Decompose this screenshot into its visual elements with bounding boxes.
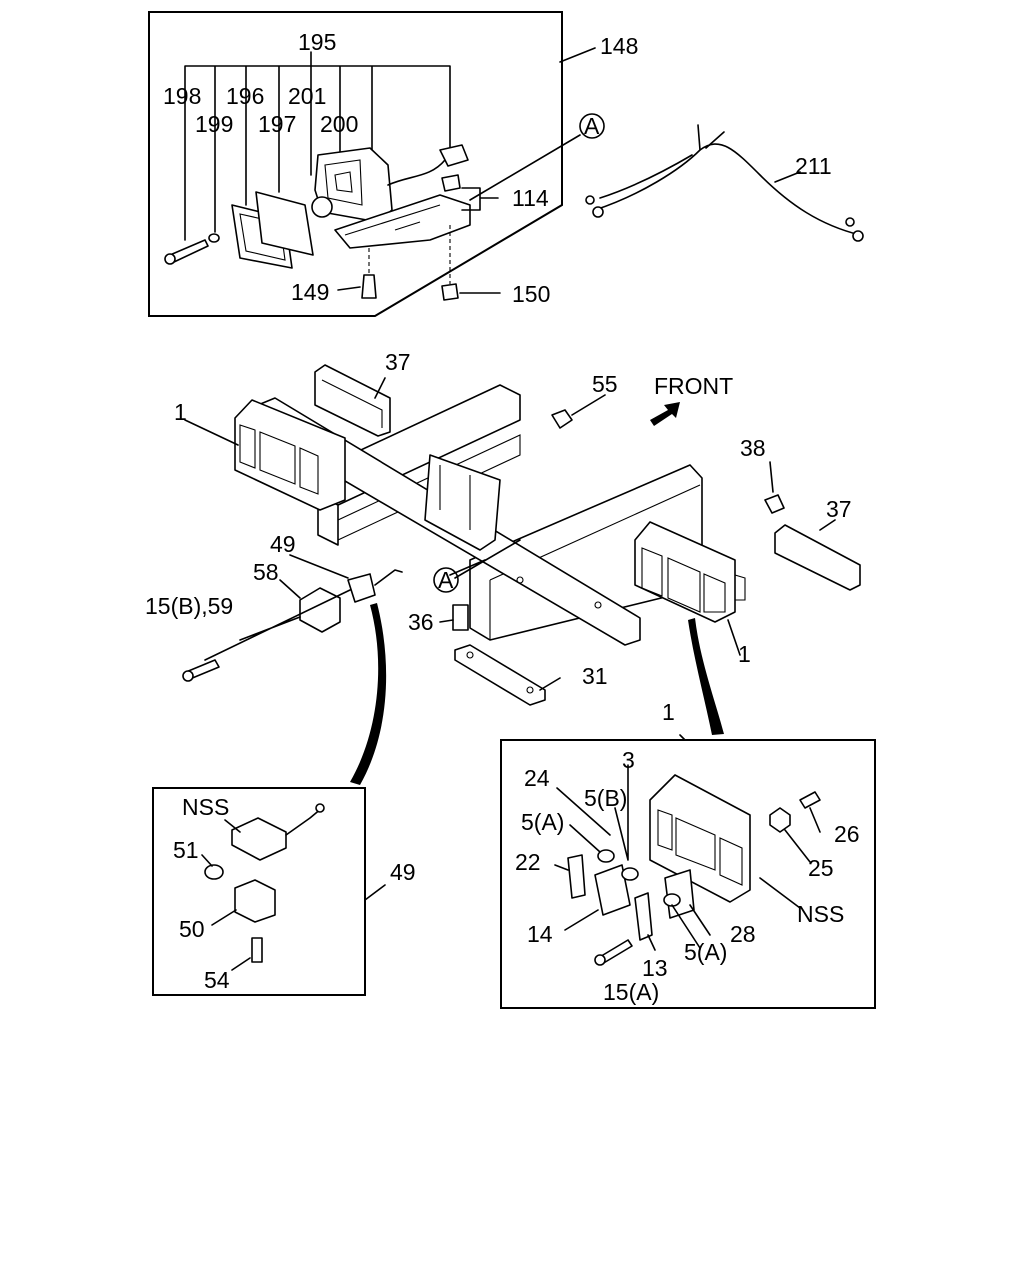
part-22: [567, 854, 586, 899]
lamp-cover-left: [314, 364, 391, 437]
label-201: 201: [288, 83, 326, 109]
bracket-50: [234, 879, 276, 923]
cap-51: [204, 864, 224, 880]
label-14: 14: [527, 921, 553, 947]
harness-211: [585, 124, 864, 242]
label-58: 58: [253, 559, 279, 585]
label-28: 28: [730, 921, 756, 947]
reference-a-circle-frame: [433, 567, 459, 593]
label-37-left: 37: [385, 349, 411, 375]
inset-49: [152, 787, 386, 996]
label-51: 51: [173, 837, 199, 863]
inset-148: [148, 11, 596, 317]
bolt-149: [361, 274, 377, 299]
frame-assembly: [257, 384, 703, 706]
inset-1: [500, 734, 876, 1009]
callout-arrow-49: [350, 603, 387, 785]
label-24: 24: [524, 765, 550, 791]
label-26: 26: [834, 821, 860, 847]
label-196: 196: [226, 83, 264, 109]
label-199: 199: [195, 111, 233, 137]
label-55: 55: [592, 371, 618, 397]
label-1-left: 1: [174, 399, 187, 425]
bolt-54: [251, 937, 263, 963]
callout-labels: 195 148 198 196 201 199 197 200 114 149 …: [145, 29, 860, 1005]
label-198: 198: [163, 83, 201, 109]
label-3: 3: [622, 747, 635, 773]
switch-58: [299, 569, 403, 633]
label-25: 25: [808, 855, 834, 881]
label-148: 148: [600, 33, 638, 59]
label-54: 54: [204, 967, 230, 993]
rear-lamp-left: [234, 399, 346, 511]
label-reference-a: A: [584, 113, 600, 139]
switch-nss: [231, 817, 287, 861]
part-13: [634, 892, 653, 941]
label-5a-lower: 5(A): [684, 939, 727, 965]
label-13: 13: [642, 955, 668, 981]
lens-14: [594, 864, 631, 916]
label-149: 149: [291, 279, 329, 305]
reference-a-circle: [579, 113, 605, 139]
label-front: FRONT: [654, 373, 733, 399]
label-200: 200: [320, 111, 358, 137]
nut-150: [441, 283, 459, 301]
grommet-25: [769, 807, 791, 833]
label-nss-switch: NSS: [182, 794, 229, 820]
label-nss-lamp: NSS: [797, 901, 844, 927]
lamp-connector: [439, 144, 469, 167]
label-5b: 5(B): [584, 785, 627, 811]
label-50: 50: [179, 916, 205, 942]
bolt-38: [764, 494, 785, 514]
washer-199: [208, 233, 220, 243]
label-114: 114: [512, 185, 549, 211]
label-1-right: 1: [738, 641, 751, 667]
label-211: 211: [795, 153, 832, 179]
label-reference-a-frame: A: [438, 567, 454, 593]
lamp-cover-right: [774, 524, 861, 591]
lamp-gasket: [255, 191, 314, 256]
label-22: 22: [515, 849, 541, 875]
label-195: 195: [298, 29, 336, 55]
nut-55: [551, 409, 573, 429]
screw-26: [799, 791, 821, 809]
bolt-114: [441, 174, 461, 192]
label-15b-59: 15(B),59: [145, 593, 233, 619]
bolt-36: [452, 604, 469, 631]
label-15a: 15(A): [603, 979, 659, 1005]
label-31: 31: [582, 663, 608, 689]
label-38: 38: [740, 435, 766, 461]
lamp-body: [649, 774, 751, 903]
label-49-frame: 49: [270, 531, 296, 557]
label-197: 197: [258, 111, 296, 137]
label-49-inset: 49: [390, 859, 416, 885]
label-1-inset: 1: [662, 699, 675, 725]
callout-arrow-1: [688, 618, 724, 735]
lamp-bracket: [334, 194, 471, 249]
label-37-right: 37: [826, 496, 852, 522]
label-36: 36: [408, 609, 434, 635]
label-150: 150: [512, 281, 550, 307]
rear-lamp-right: [634, 521, 746, 623]
lamp-housing: [311, 147, 393, 223]
label-5a-upper: 5(A): [521, 809, 564, 835]
front-arrow-icon: [650, 402, 680, 426]
